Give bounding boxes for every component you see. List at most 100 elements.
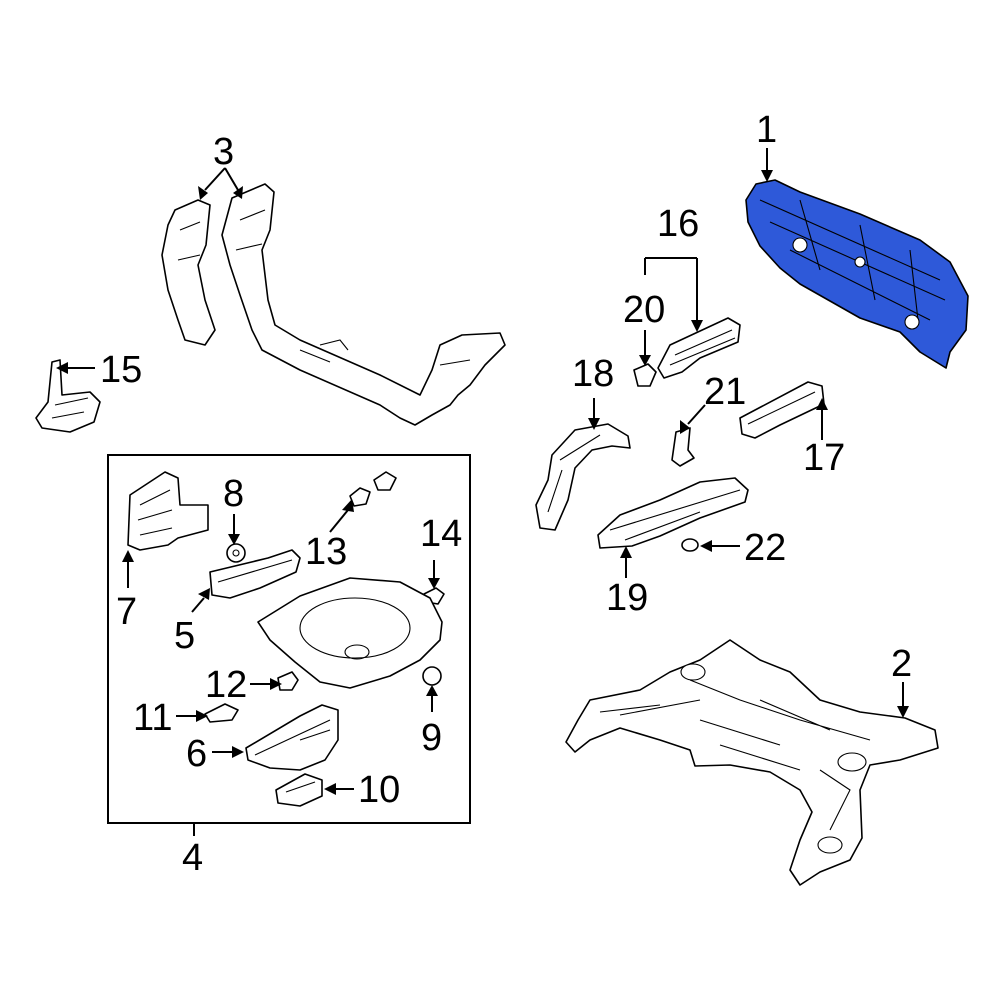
leader-3	[204, 167, 239, 191]
arrow-12	[270, 678, 282, 690]
part-3-frame-rails[interactable]	[161, 183, 506, 426]
part-21-bracket[interactable]	[671, 427, 695, 467]
part-6-details	[254, 719, 331, 756]
arrow-20	[639, 355, 651, 366]
arrow-5	[198, 588, 210, 600]
arrow-1	[761, 170, 773, 182]
part-3-rail-details	[177, 209, 471, 366]
part-15-body	[35, 359, 101, 433]
arrow-8	[228, 534, 240, 545]
arrow-7	[122, 550, 134, 562]
callout-6: 6	[186, 733, 207, 775]
part-2-body	[565, 639, 939, 886]
callout-11: 11	[133, 697, 172, 739]
leader-21	[687, 404, 706, 425]
callout-12: 12	[205, 664, 247, 706]
part-11-plate[interactable]	[204, 703, 239, 723]
arrow-17	[816, 398, 828, 410]
part-4-spare-tire-well[interactable]	[257, 577, 443, 689]
part-7-details	[137, 489, 173, 536]
arrow-21	[680, 420, 690, 434]
arrow-14	[428, 578, 440, 589]
arrow-11	[196, 710, 208, 722]
arrow-18	[588, 418, 600, 430]
part-18-details	[547, 434, 601, 513]
part-4-group-box	[107, 454, 471, 824]
callout-9: 9	[421, 717, 442, 759]
callout-18: 18	[572, 353, 614, 395]
part-13-clip-a	[349, 487, 371, 507]
leader-16	[644, 257, 698, 320]
part-11-body	[204, 703, 239, 723]
callout-10: 10	[358, 769, 400, 811]
part-10-body	[275, 773, 323, 807]
part-1-rear-panel[interactable]	[745, 179, 969, 369]
callout-2: 2	[891, 643, 912, 685]
arrow-6	[232, 746, 244, 758]
leader-lines	[56, 148, 909, 836]
part-9-body	[422, 666, 442, 686]
part-16-body	[657, 317, 741, 379]
part-20-clip[interactable]	[633, 363, 657, 387]
part-16-details	[669, 329, 736, 366]
callout-22: 22	[744, 527, 786, 569]
well-center	[344, 644, 370, 660]
part-5-details	[217, 559, 293, 583]
part-6-rail[interactable]	[245, 704, 339, 771]
callout-5: 5	[174, 615, 195, 657]
part-10-details	[285, 781, 316, 793]
part-2-hole	[837, 752, 867, 772]
callout-17: 17	[803, 437, 845, 479]
arrow-22	[700, 540, 712, 552]
part-1-hole	[792, 237, 808, 253]
part-5-rail[interactable]	[209, 549, 301, 599]
part-2-hole	[817, 836, 843, 854]
part-17-body	[739, 381, 825, 439]
part-17-details	[747, 391, 816, 425]
part-8-center	[232, 549, 240, 557]
part-2-ribs	[599, 679, 871, 831]
part-22-grommet[interactable]	[681, 538, 699, 552]
part-19-body	[597, 477, 749, 549]
part-2-hole	[680, 663, 706, 681]
part-5-body	[209, 549, 301, 599]
part-15-details	[51, 397, 89, 419]
arrow-10	[324, 783, 336, 795]
callout-21: 21	[704, 371, 746, 413]
part-17-bracket[interactable]	[739, 381, 825, 439]
part-3-left-rail	[161, 199, 216, 346]
part-18-bracket[interactable]	[535, 423, 631, 531]
leader-13	[329, 509, 349, 533]
part-18-body	[535, 423, 631, 531]
part-15-bracket[interactable]	[35, 359, 101, 433]
part-7-panel[interactable]	[127, 471, 209, 551]
callout-1: 1	[756, 109, 777, 151]
part-21-body	[671, 427, 695, 467]
part-8-plug[interactable]	[226, 543, 246, 563]
callout-7: 7	[116, 591, 137, 633]
callout-3: 3	[213, 131, 234, 173]
arrow-15	[56, 362, 68, 374]
callout-15: 15	[100, 349, 142, 391]
callout-19: 19	[606, 577, 648, 619]
arrow-19	[620, 546, 632, 558]
callout-16: 16	[657, 203, 699, 245]
part-12-body	[277, 671, 299, 691]
part-9-grommet[interactable]	[422, 666, 442, 686]
arrow-3b	[233, 186, 243, 199]
well-outer	[257, 577, 443, 689]
callout-8: 8	[223, 473, 244, 515]
part-16-rail[interactable]	[657, 317, 741, 379]
callout-4: 4	[182, 837, 203, 879]
part-19-details	[609, 489, 741, 541]
callout-14: 14	[420, 513, 462, 555]
part-10-plate[interactable]	[275, 773, 323, 807]
part-12-bracket[interactable]	[277, 671, 299, 691]
part-22-body	[681, 538, 699, 552]
arrow-9	[426, 685, 438, 696]
part-13-clips[interactable]	[349, 471, 397, 507]
part-13-clip-b	[373, 471, 397, 491]
part-2-rear-floor[interactable]	[565, 639, 939, 886]
part-19-rail[interactable]	[597, 477, 749, 549]
